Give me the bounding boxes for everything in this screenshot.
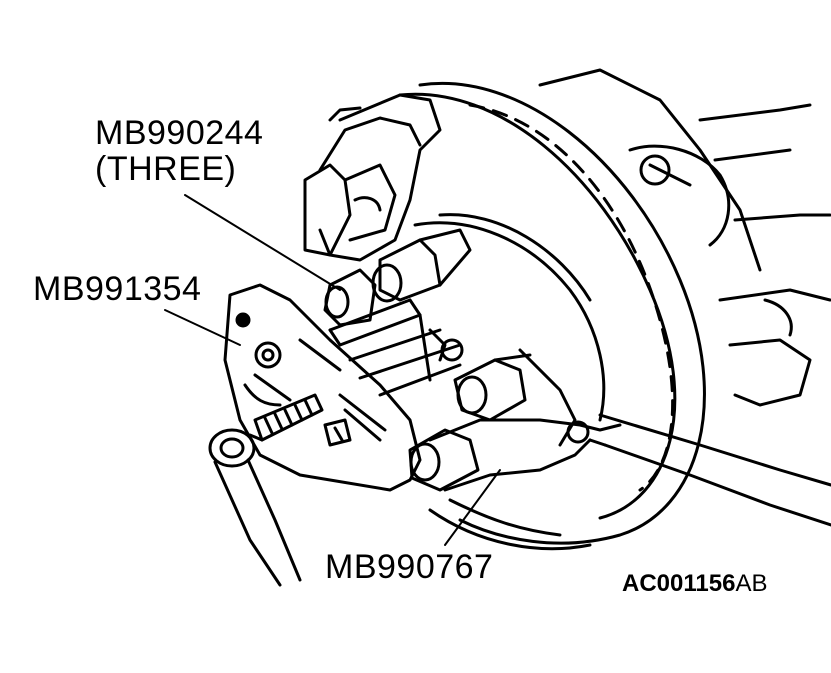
callout-three: (THREE) (95, 150, 237, 188)
leader-lines (164, 194, 501, 546)
brake-rotor (398, 82, 706, 551)
wheel-nut-center (453, 353, 532, 422)
callout-mb990244: MB990244 (95, 114, 264, 152)
leader-mb990767 (444, 469, 501, 546)
callout-mb990767: MB990767 (325, 548, 494, 586)
spacer-rods (328, 298, 464, 397)
wheel-nut-upper (371, 228, 472, 303)
steering-knuckle (538, 68, 831, 407)
leader-mb991354 (164, 309, 241, 346)
brake-caliper (303, 93, 442, 262)
figure-code-bold: AC001156 (622, 570, 736, 597)
tool-plate-mb991354 (223, 283, 422, 492)
wrench-handle (208, 428, 302, 587)
callout-mb991354: MB991354 (33, 270, 202, 308)
tool-lever-mb990767 (428, 413, 831, 527)
threaded-rod (253, 393, 352, 447)
figure-code-suffix: AB (735, 570, 768, 597)
leader-mb990244 (184, 194, 341, 291)
figure-code: AC001156AB (622, 572, 767, 596)
